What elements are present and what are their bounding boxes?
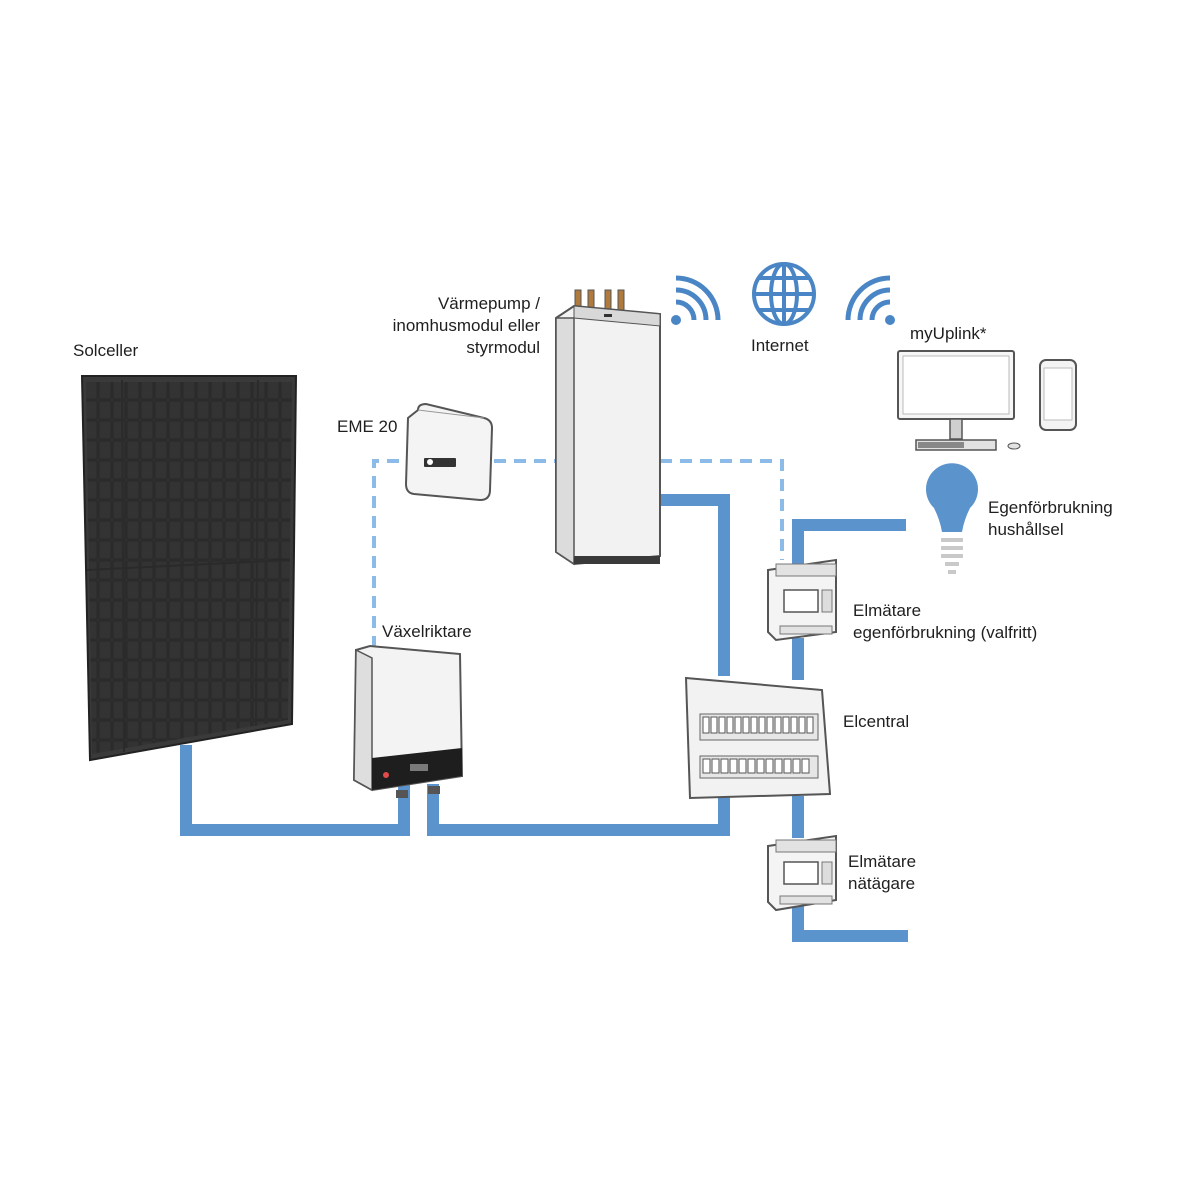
- globe-icon: [752, 262, 816, 326]
- breaker-switch: [758, 716, 766, 734]
- breaker-switch: [702, 758, 711, 774]
- breaker-switch: [798, 716, 806, 734]
- eme20-device: [404, 402, 494, 502]
- cable-meter-grid-to-grid: [792, 906, 908, 942]
- label-inverter: Växelriktare: [382, 622, 472, 641]
- label-self-consumption-line-2: hushållsel: [988, 520, 1064, 539]
- cable-heatpump-to-distribution: [660, 494, 730, 676]
- meter-grid-device: [767, 834, 837, 912]
- solar-panel: [80, 375, 298, 762]
- breaker-switch: [782, 716, 790, 734]
- breaker-switch: [774, 716, 782, 734]
- label-eme20: EME 20: [337, 417, 398, 436]
- meter-self-consumption-device: [767, 558, 837, 642]
- distribution-board-device: [684, 676, 832, 800]
- breaker-switch: [765, 758, 774, 774]
- breaker-switch: [756, 758, 765, 774]
- label-meter-grid-line-2: nätägare: [848, 874, 916, 893]
- label-meter-grid-line-1: Elmätare: [848, 852, 917, 871]
- label-myuplink: myUplink*: [910, 324, 987, 343]
- breaker-switch: [806, 716, 814, 734]
- breaker-switch: [766, 716, 774, 734]
- breaker-switch: [734, 716, 742, 734]
- breaker-switch: [742, 716, 750, 734]
- cable-meter-self-to-consumption: [792, 519, 906, 565]
- breaker-switch: [783, 758, 792, 774]
- label-meter-self-line-2: egenförbrukning (valfritt): [853, 623, 1038, 642]
- breaker-switch: [774, 758, 783, 774]
- cable-inverter-to-distribution: [427, 784, 730, 836]
- light-bulb-icon: [926, 463, 979, 574]
- computer-icon: [897, 350, 1021, 451]
- heat-pump-unit: [555, 289, 661, 566]
- breaker-switch: [750, 716, 758, 734]
- breaker-switch: [747, 758, 756, 774]
- breaker-switch: [726, 716, 734, 734]
- label-solar-panels: Solceller: [73, 341, 139, 360]
- data-link-dashed: [372, 459, 784, 648]
- wifi-icon-left: [671, 275, 721, 325]
- breaker-switch: [792, 758, 801, 774]
- breaker-switch: [710, 716, 718, 734]
- label-heat-pump: Värmepump / inomhusmodul eller styrmodul: [360, 293, 540, 359]
- breaker-switch: [801, 758, 810, 774]
- label-self-consumption: Egenförbrukning hushållsel: [988, 497, 1113, 541]
- label-heat-pump-line-2: inomhusmodul eller: [392, 316, 540, 335]
- label-self-consumption-line-1: Egenförbrukning: [988, 498, 1113, 517]
- label-internet: Internet: [751, 336, 809, 355]
- inverter-device: [352, 644, 464, 798]
- label-heat-pump-line-1: Värmepump /: [437, 294, 540, 313]
- breaker-switch: [738, 758, 747, 774]
- breaker-switch: [718, 716, 726, 734]
- breaker-switch: [702, 716, 710, 734]
- label-distribution-board: Elcentral: [843, 712, 910, 731]
- wifi-icon-right: [845, 275, 895, 325]
- label-heat-pump-line-3: styrmodul: [466, 338, 540, 357]
- smartphone-icon: [1039, 359, 1077, 431]
- label-meter-self: Elmätare egenförbrukning (valfritt): [853, 600, 1037, 644]
- breaker-switch: [790, 716, 798, 734]
- cable-solar-to-inverter: [180, 745, 410, 836]
- label-meter-self-line-1: Elmätare: [853, 601, 922, 620]
- breaker-switch: [711, 758, 720, 774]
- power-cables: [180, 494, 908, 942]
- breaker-switch: [720, 758, 729, 774]
- label-meter-grid: Elmätare nätägare: [848, 851, 916, 895]
- breaker-switch: [729, 758, 738, 774]
